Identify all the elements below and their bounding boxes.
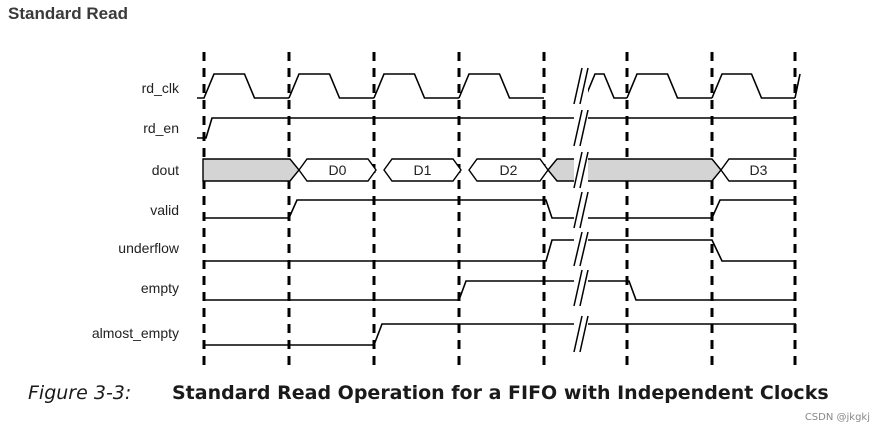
dout-data-segment-4 [720, 158, 796, 182]
break-marker-valid [573, 191, 589, 229]
signal-label-almost-empty: almost_empty [92, 325, 179, 341]
dout-data-segment-3 [468, 158, 549, 182]
dout-data-segment-1 [298, 158, 377, 182]
break-marker-rd-en [573, 109, 589, 147]
dout-data-segment-2 [383, 158, 462, 182]
waveform-empty [204, 280, 796, 301]
waveform-almost-empty [204, 323, 796, 346]
time-break-markers [573, 67, 589, 353]
dout-value-4: D3 [750, 162, 768, 178]
signal-label-rd-en: rd_en [143, 120, 179, 136]
signal-waveforms: D0 D1 D2 D3 [197, 73, 801, 346]
page-title: Standard Read [8, 4, 128, 23]
signal-label-underflow: underflow [118, 240, 180, 256]
dout-value-3: D2 [500, 162, 518, 178]
dout-invalid-segment-2 [547, 158, 722, 182]
dout-value-2: D1 [414, 162, 432, 178]
break-marker-empty [573, 269, 589, 307]
figure-caption: Figure 3-3: Standard Read Operation for a… [28, 382, 829, 404]
waveform-valid [204, 199, 796, 219]
break-marker-dout [573, 151, 589, 189]
waveform-underflow [204, 239, 796, 262]
break-marker-underflow [573, 231, 589, 267]
signal-label-empty: empty [141, 280, 179, 296]
signal-label-valid: valid [150, 202, 179, 218]
dout-invalid-segment-1 [202, 158, 300, 182]
clock-edge-gridlines [202, 52, 797, 368]
waveform-rd-en [197, 117, 796, 139]
signal-label-dout: dout [152, 162, 179, 178]
break-marker-rd-clk [573, 67, 589, 105]
figure-number: Figure 3-3: [28, 382, 132, 404]
figure-caption-text: Standard Read Operation for a FIFO with … [172, 382, 829, 404]
watermark: CSDN @jkgkj [804, 412, 870, 423]
break-marker-almost-empty [573, 315, 589, 353]
signal-label-rd-clk: rd_clk [142, 80, 180, 96]
waveform-rd-clk [197, 73, 801, 99]
dout-value-1: D0 [329, 162, 347, 178]
